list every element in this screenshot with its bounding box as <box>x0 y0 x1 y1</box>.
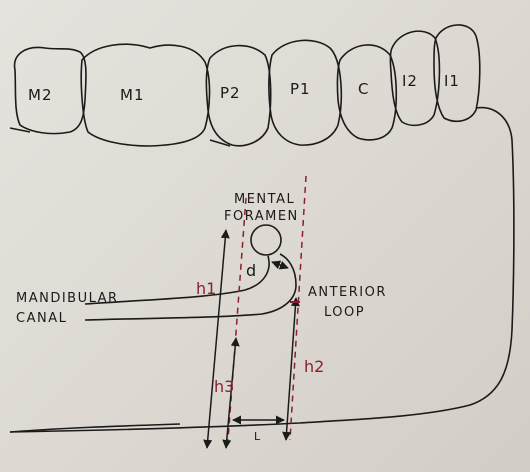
tooth-label-c: C <box>358 80 369 98</box>
L-label: L <box>254 430 261 443</box>
h1-label: h1 <box>196 279 216 298</box>
tooth-label-m2: M2 <box>28 86 53 104</box>
tooth-label-m1: M1 <box>120 86 145 104</box>
anatomy-labels: MENTAL FORAMEN MANDIBULAR CANAL ANTERIOR… <box>16 192 387 326</box>
h1-arrow <box>207 230 226 448</box>
mandible-outline <box>10 108 514 432</box>
mandibular-canal <box>85 254 296 320</box>
tooth-label-p2: P2 <box>220 84 241 102</box>
anterior-loop-label-line2: LOOP <box>324 305 365 320</box>
h3-label: h3 <box>214 377 234 396</box>
anterior-loop-label-line1: ANTERIOR <box>308 285 387 300</box>
d-label: d <box>246 261 256 280</box>
tooth-m1-outline <box>81 44 209 146</box>
mental-foramen-label-line2: FORAMEN <box>224 209 299 224</box>
h2-label: h2 <box>304 357 324 376</box>
mandibular-canal-label-line2: CANAL <box>16 311 67 326</box>
tooth-label-i2: I2 <box>402 72 418 90</box>
mental-foramen-label-line1: MENTAL <box>234 192 295 207</box>
tooth-label-p1: P1 <box>290 80 311 98</box>
tooth-label-i1: I1 <box>444 72 460 90</box>
d-arrow <box>272 262 288 268</box>
mandibular-canal-label-line1: MANDIBULAR <box>16 291 119 306</box>
mental-foramen-circle <box>251 225 281 255</box>
